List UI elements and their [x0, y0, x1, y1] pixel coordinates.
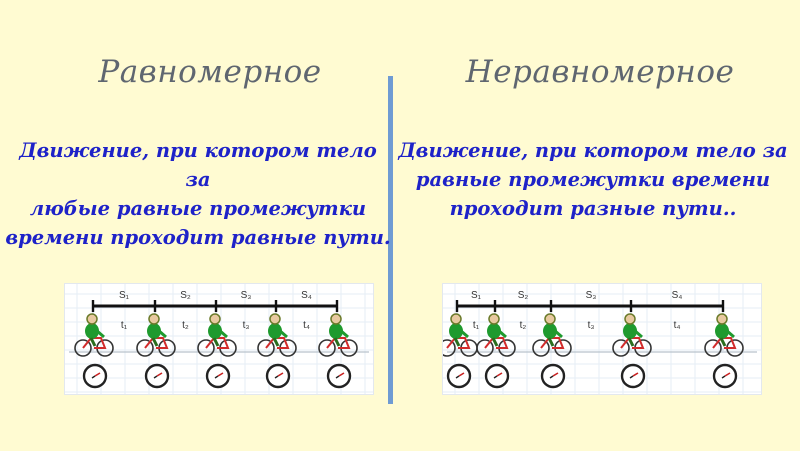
- distance-label: S₃: [586, 290, 597, 301]
- time-label: t₄: [303, 320, 310, 331]
- definition-line: любые равные промежутки: [29, 197, 367, 220]
- time-label: t₁: [121, 320, 128, 331]
- time-label: t₁: [473, 320, 480, 331]
- clock-icon: [205, 363, 231, 389]
- clock-icon: [144, 363, 170, 389]
- clock-icon: [265, 363, 291, 389]
- cyclist-icon: [136, 313, 176, 357]
- distance-label: S₁: [119, 290, 130, 301]
- nonuniform-motion-diagram: S₁ t₁ S₂ t₂ S₃ t₃ S₄ t₄: [443, 284, 761, 394]
- distance-label: S₄: [672, 290, 683, 301]
- definition-nonuniform: Движение, при котором тело за равные про…: [396, 136, 790, 223]
- definition-line: Движение, при котором тело за: [19, 139, 377, 191]
- distance-label: S₂: [518, 290, 529, 301]
- definition-line: времени проходит равные пути.: [5, 226, 391, 249]
- distance-label: S₄: [301, 290, 312, 301]
- time-label: t₃: [588, 320, 595, 331]
- time-label: t₂: [182, 320, 189, 331]
- cyclist-icon: [532, 313, 572, 357]
- clock-icon: [540, 363, 566, 389]
- cyclist-icon: [197, 313, 237, 357]
- clock-icon: [82, 363, 108, 389]
- clock-icon: [712, 363, 738, 389]
- cyclist-icon: [443, 313, 478, 357]
- time-label: t₂: [520, 320, 527, 331]
- cyclist-icon: [318, 313, 358, 357]
- time-label: t₃: [243, 320, 250, 331]
- column-divider: [388, 76, 393, 404]
- heading-nonuniform: Неравномерное: [465, 54, 735, 90]
- definition-line: равные промежутки времени: [415, 168, 771, 191]
- uniform-motion-diagram: S₁ t₁ S₂ t₂ S₃ t₃ S₄ t₄: [65, 284, 373, 394]
- definition-line: проходит разные пути..: [449, 197, 737, 220]
- clock-icon: [446, 363, 472, 389]
- definition-uniform: Движение, при котором тело за любые равн…: [4, 136, 392, 252]
- cyclist-icon: [257, 313, 297, 357]
- time-label: t₄: [674, 320, 681, 331]
- uniform-motion-illustration: S₁ t₁ S₂ t₂ S₃ t₃ S₄ t₄: [64, 283, 374, 395]
- clock-icon: [484, 363, 510, 389]
- nonuniform-motion-illustration: S₁ t₁ S₂ t₂ S₃ t₃ S₄ t₄: [442, 283, 762, 395]
- heading-uniform: Равномерное: [98, 54, 322, 90]
- cyclist-icon: [612, 313, 652, 357]
- cyclist-icon: [704, 313, 744, 357]
- clock-icon: [326, 363, 352, 389]
- cyclist-icon: [74, 313, 114, 357]
- definition-line: Движение, при котором тело за: [398, 139, 788, 162]
- distance-label: S₃: [241, 290, 252, 301]
- clock-icon: [620, 363, 646, 389]
- distance-label: S₁: [471, 290, 482, 301]
- distance-label: S₂: [180, 290, 191, 301]
- cyclist-icon: [476, 313, 516, 357]
